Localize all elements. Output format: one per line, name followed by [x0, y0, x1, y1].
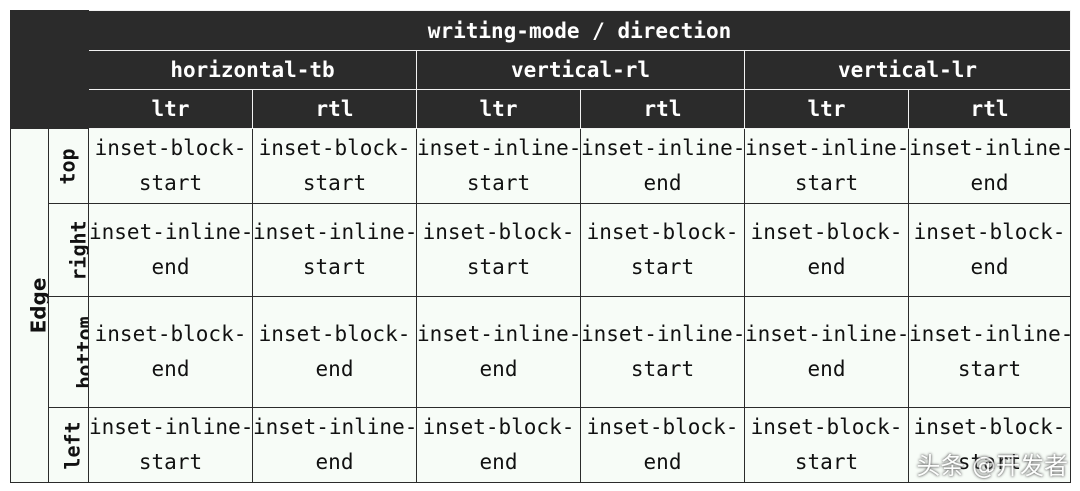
property-text: end	[970, 171, 1009, 195]
property-text: inset-inline-	[417, 136, 581, 160]
property-text: start	[466, 171, 531, 195]
property-cell: inset-inline-end	[252, 407, 417, 483]
property-text: inset-inline-	[89, 220, 253, 244]
direction-header: ltr	[88, 89, 253, 129]
property-text: start	[302, 171, 367, 195]
side-label-cell: right	[48, 203, 89, 297]
side-label: top	[56, 147, 80, 185]
property-text: start	[302, 255, 367, 279]
property-text: inset-inline-	[253, 220, 417, 244]
mapping-table: writing-mode / direction horizontal-tb v…	[10, 10, 1072, 483]
table-title: writing-mode / direction	[87, 10, 1072, 51]
property-text: inset-block-	[422, 415, 575, 439]
property-cell: inset-block-start	[252, 128, 417, 204]
property-cell: inset-block-end	[744, 203, 909, 297]
property-text: start	[466, 255, 531, 279]
property-cell: inset-block-end	[907, 203, 1072, 297]
property-text: inset-block-	[258, 322, 411, 346]
watermark: 头条 @开发者	[916, 452, 1068, 480]
property-text: inset-inline-	[909, 136, 1071, 160]
property-cell: inset-inline-end	[907, 128, 1072, 204]
property-cell: inset-inline-end	[88, 203, 253, 297]
property-text: inset-inline-	[581, 322, 745, 346]
property-text: end	[643, 450, 682, 474]
property-cell: inset-block-end	[580, 407, 745, 483]
mode-header-horizontal-tb: horizontal-tb	[88, 50, 417, 90]
property-cell: inset-inline-start	[580, 296, 745, 408]
property-cell: inset-inline-start	[416, 128, 581, 204]
property-cell: inset-block-end	[416, 407, 581, 483]
property-text: inset-block-	[586, 415, 739, 439]
property-text: end	[151, 255, 190, 279]
side-label-cell: top	[48, 128, 89, 204]
direction-header: rtl	[580, 89, 745, 129]
property-text: end	[151, 357, 190, 381]
property-text: inset-block-	[586, 220, 739, 244]
direction-header: rtl	[252, 89, 417, 129]
property-cell: inset-inline-start	[88, 407, 253, 483]
property-cell: inset-inline-end	[580, 128, 745, 204]
property-text: inset-inline-	[417, 322, 581, 346]
property-text: start	[138, 171, 203, 195]
property-text: inset-block-	[750, 415, 903, 439]
property-text: end	[807, 357, 846, 381]
property-text: inset-inline-	[745, 136, 909, 160]
property-cell: inset-block-start	[580, 203, 745, 297]
property-text: inset-inline-	[745, 322, 909, 346]
corner-cell	[10, 10, 89, 129]
property-text: inset-inline-	[909, 322, 1071, 346]
property-text: end	[970, 255, 1009, 279]
property-text: end	[315, 450, 354, 474]
property-text: end	[643, 171, 682, 195]
side-label: bottom	[72, 315, 89, 389]
property-text: inset-block-	[750, 220, 903, 244]
mode-header-vertical-rl: vertical-rl	[416, 50, 745, 90]
property-cell: inset-block-end	[88, 296, 253, 408]
property-cell: inset-inline-start	[907, 296, 1072, 408]
property-text: inset-block-	[258, 136, 411, 160]
property-cell: inset-inline-start	[744, 128, 909, 204]
property-text: end	[479, 450, 518, 474]
side-label: right	[66, 219, 89, 281]
property-cell: inset-inline-start	[252, 203, 417, 297]
property-text: start	[138, 450, 203, 474]
property-cell: inset-block-end	[252, 296, 417, 408]
property-text: end	[807, 255, 846, 279]
edge-label-cell: Edge	[10, 128, 49, 483]
property-text: start	[957, 357, 1022, 381]
property-text: inset-inline-	[581, 136, 745, 160]
property-text: start	[630, 255, 695, 279]
property-text: inset-block-	[94, 322, 247, 346]
property-text: start	[957, 450, 1022, 474]
property-text: inset-block-	[913, 220, 1066, 244]
property-cell: inset-inline-end	[744, 296, 909, 408]
property-text: start	[794, 171, 859, 195]
side-label-cell: bottom	[48, 296, 89, 408]
direction-header: rtl	[907, 89, 1072, 129]
property-text: inset-block-	[94, 136, 247, 160]
property-cell: inset-inline-end	[416, 296, 581, 408]
property-cell: inset-block-start	[907, 407, 1072, 483]
property-text: inset-inline-	[253, 415, 417, 439]
side-label-cell: left	[48, 407, 89, 483]
property-text: inset-block-	[913, 415, 1066, 439]
property-cell: inset-block-start	[416, 203, 581, 297]
direction-header: ltr	[416, 89, 581, 129]
property-cell: inset-block-start	[744, 407, 909, 483]
property-text: end	[315, 357, 354, 381]
property-text: start	[630, 357, 695, 381]
property-text: end	[479, 357, 518, 381]
property-text: inset-inline-	[89, 415, 253, 439]
direction-header: ltr	[744, 89, 909, 129]
mode-header-vertical-lr: vertical-lr	[743, 50, 1072, 90]
side-label: left	[60, 420, 85, 470]
property-text: inset-block-	[422, 220, 575, 244]
property-text: start	[794, 450, 859, 474]
edge-label: Edge	[26, 277, 49, 334]
property-cell: inset-block-start	[88, 128, 253, 204]
